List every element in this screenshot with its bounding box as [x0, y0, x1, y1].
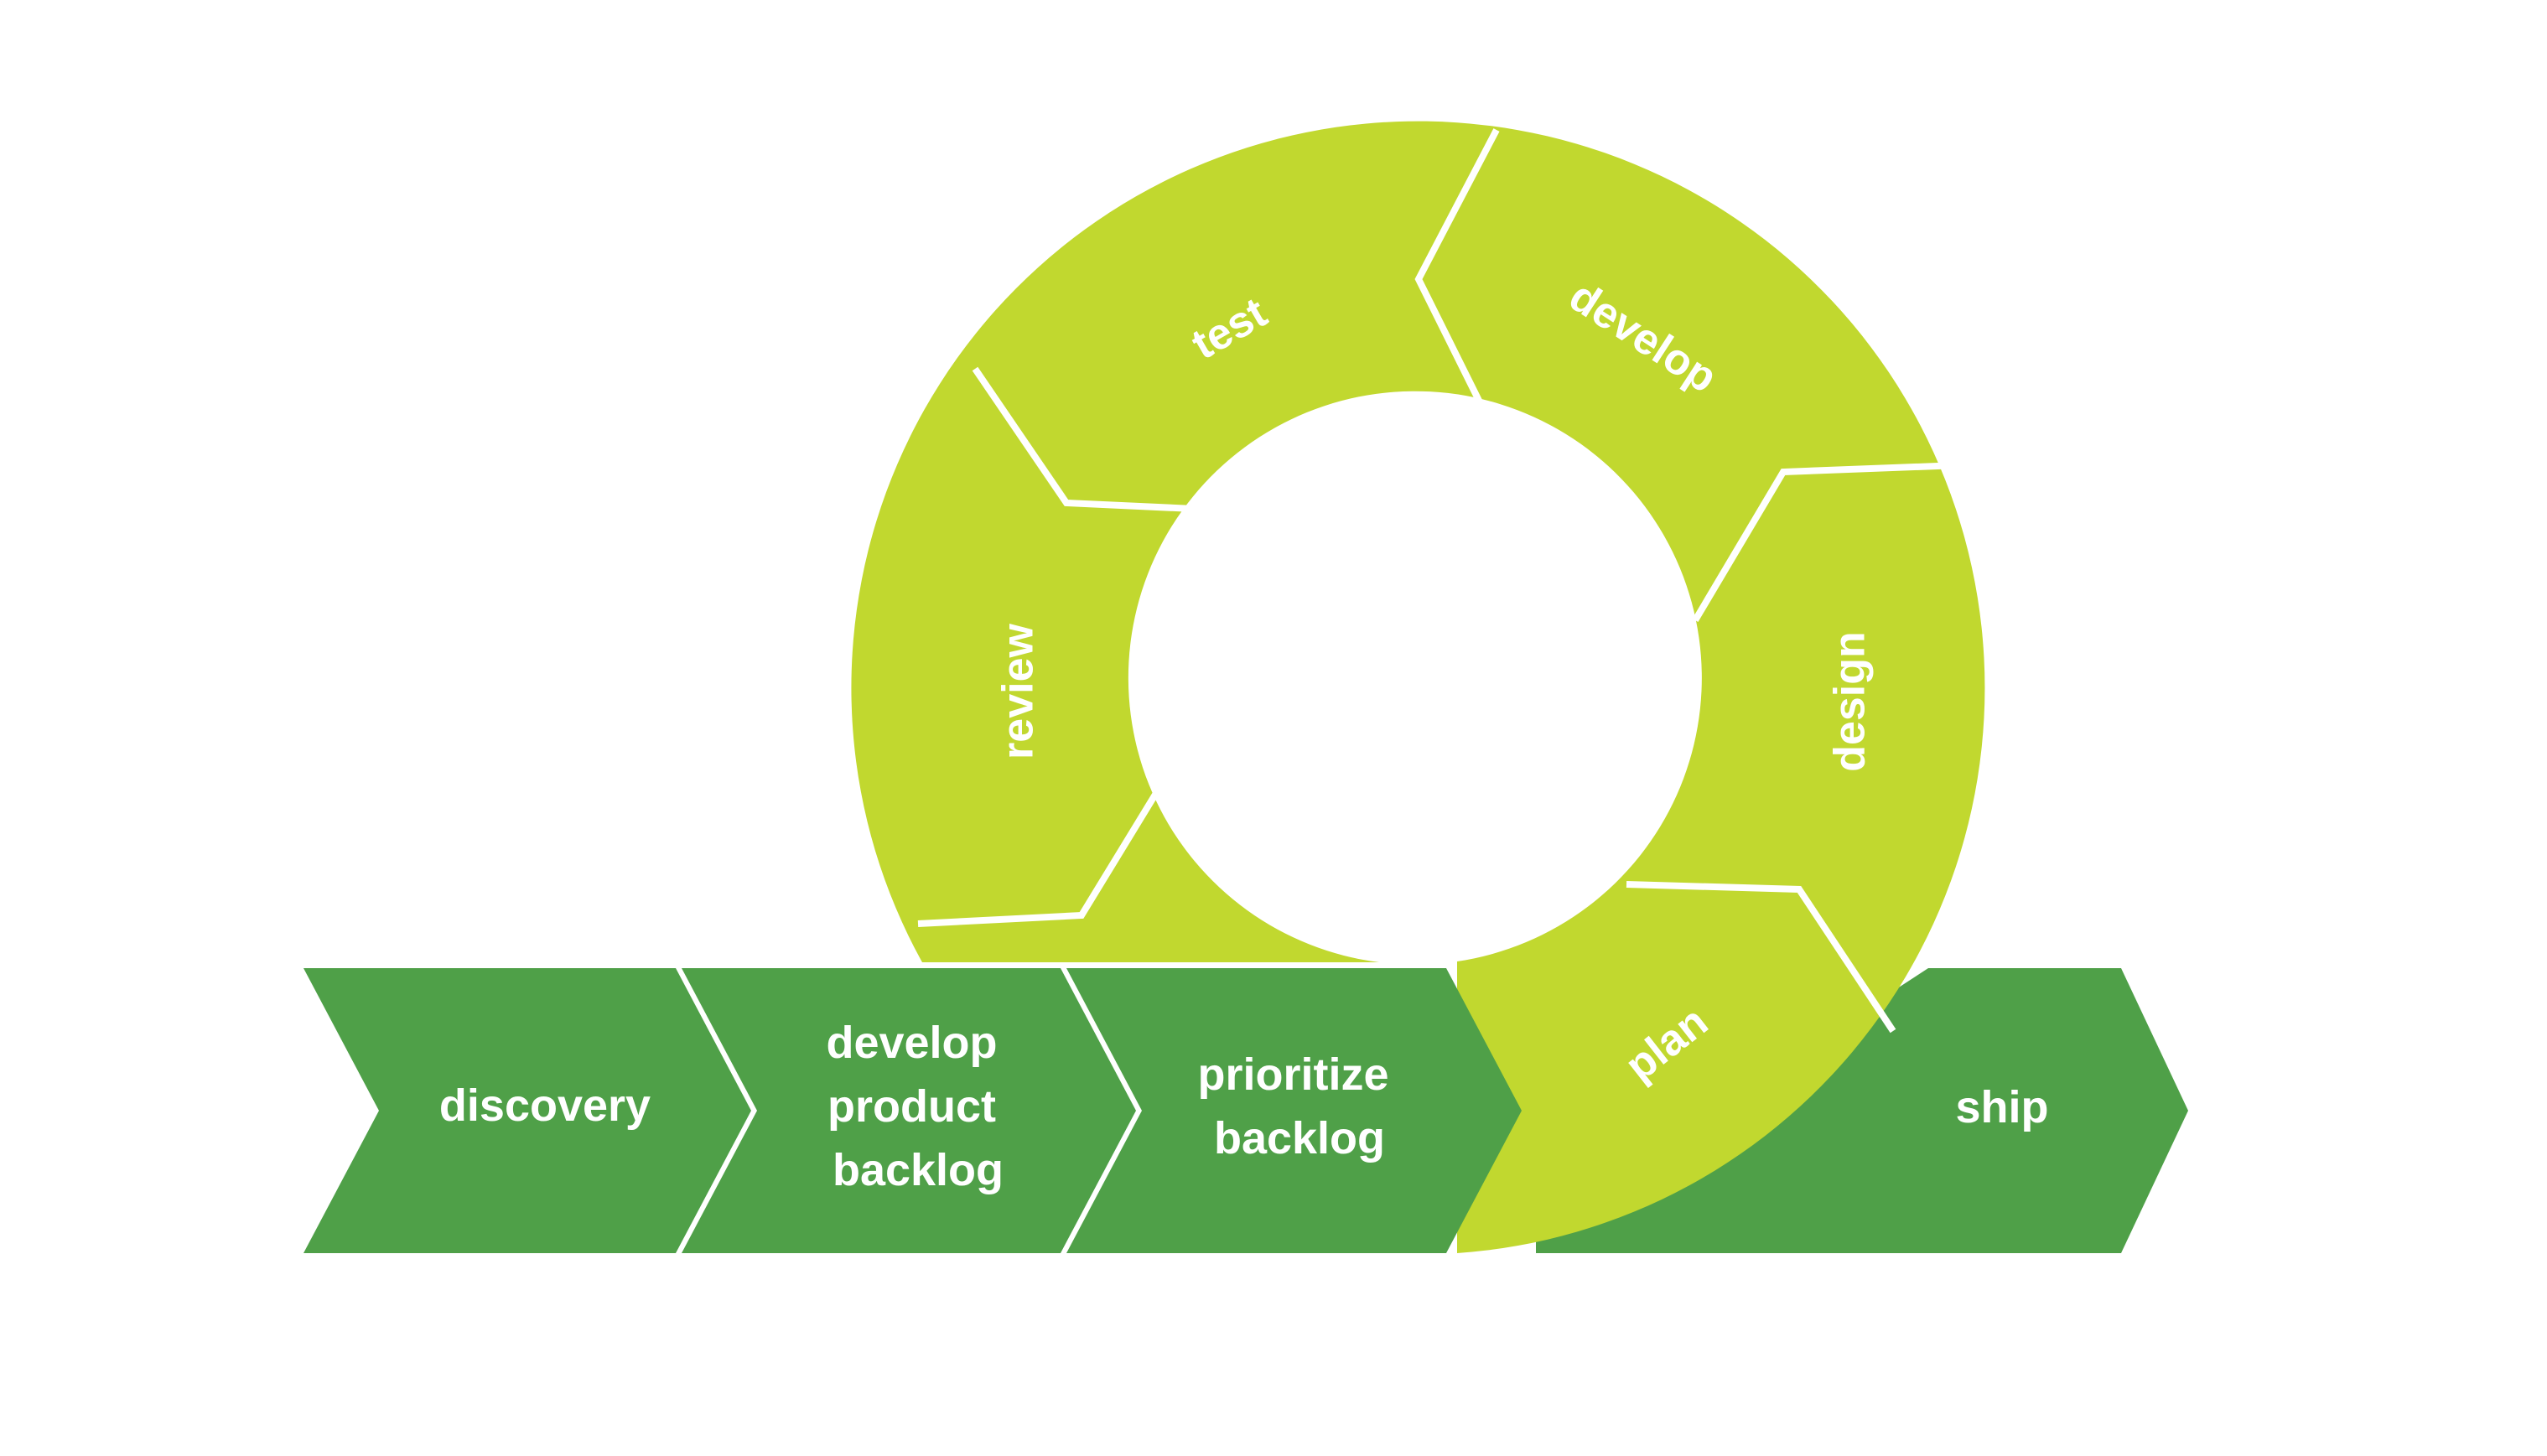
- prioritize-backlog-line-2: backlog: [1214, 1113, 1385, 1163]
- stage-prioritize-backlog: prioritize backlog: [1066, 968, 1522, 1253]
- develop-product-backlog-line-3: backlog: [833, 1145, 1004, 1195]
- stage-ship: ship: [1536, 968, 2188, 1253]
- discovery-label: discovery: [439, 1080, 651, 1131]
- cycle-ring: [851, 121, 1985, 1253]
- ship-label-line: ship: [1955, 1082, 2048, 1132]
- stage-discovery: discovery: [303, 968, 751, 1253]
- sprint-cycle: plan design develop test review: [851, 121, 1985, 1253]
- discovery-label-line: discovery: [439, 1080, 651, 1131]
- prioritize-backlog-line-1: prioritize: [1197, 1049, 1388, 1100]
- develop-product-backlog-chevron: [682, 968, 1136, 1253]
- ship-label: ship: [1955, 1082, 2048, 1132]
- discovery-chevron: [303, 968, 751, 1253]
- prioritize-backlog-label: prioritize backlog: [1197, 1049, 1401, 1163]
- ship-chevron: [1536, 968, 2188, 1253]
- separator-review-start: [917, 764, 1175, 927]
- cycle-label-review: review: [994, 624, 1043, 759]
- separator-design-develop: [1692, 462, 1960, 623]
- prioritize-backlog-chevron: [1066, 968, 1522, 1253]
- pipeline: discovery develop product backlog priori…: [303, 968, 1522, 1253]
- separator-plan-design: [1626, 881, 1896, 1034]
- develop-product-backlog-line-1: develop: [826, 1018, 997, 1068]
- separator-test-review: [972, 366, 1231, 514]
- stage-develop-product-backlog: develop product backlog: [682, 968, 1136, 1253]
- separator-develop-test: [1414, 128, 1500, 429]
- cycle-separators: [917, 128, 1960, 1034]
- develop-product-backlog-label: develop product backlog: [826, 1018, 1009, 1195]
- cycle-label-design: design: [1826, 631, 1875, 772]
- develop-product-backlog-line-2: product: [827, 1081, 996, 1132]
